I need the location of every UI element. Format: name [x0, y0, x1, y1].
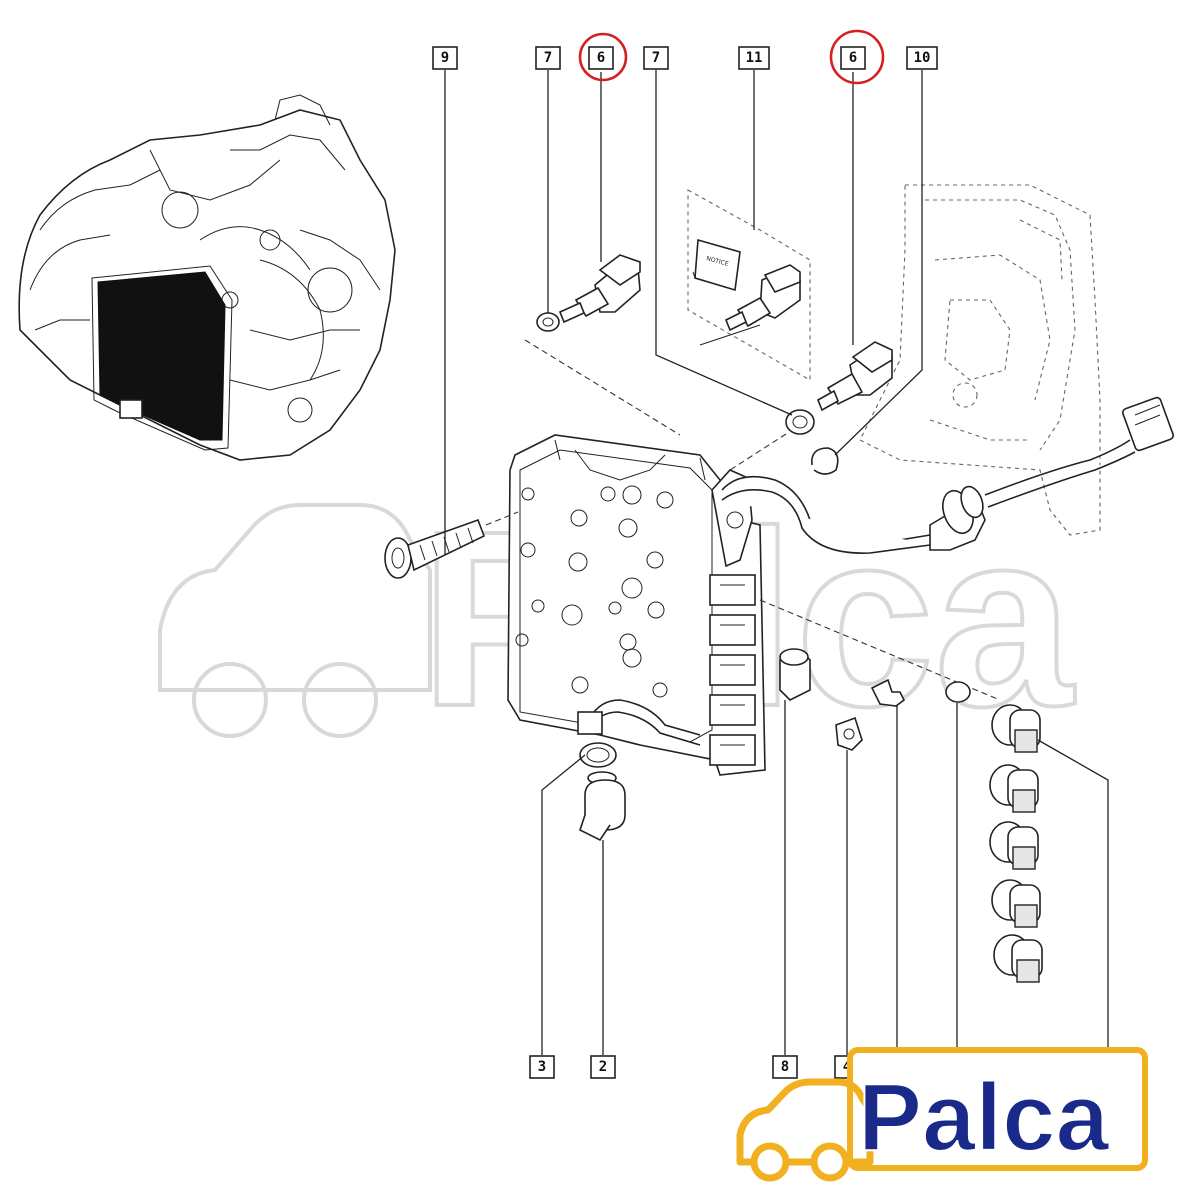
solenoid-1	[991, 704, 1041, 753]
solenoid-4	[991, 879, 1041, 928]
callout-10-label: 10	[914, 50, 931, 66]
callout-9-label: 9	[441, 50, 449, 66]
callout-6-top-left: 6	[578, 32, 628, 82]
harness-grommet	[929, 396, 1174, 551]
highlight-circle-right	[829, 29, 885, 85]
plate-holes	[515, 485, 674, 719]
car-outline-icon	[736, 1078, 874, 1182]
small-parts-bottom	[759, 599, 1001, 751]
logo-text: Palca	[858, 1064, 1109, 1171]
highlight-circle-left	[578, 32, 628, 82]
kit-box: NOTICE	[687, 189, 811, 381]
circlip	[811, 447, 839, 475]
small-bolt	[870, 678, 906, 707]
kit-booklet: NOTICE	[692, 238, 741, 292]
connector-rail	[709, 469, 756, 766]
harness-plug	[1122, 396, 1174, 452]
valve-body-plate	[507, 434, 931, 776]
callout-11-label: 11	[746, 50, 763, 66]
callout-11-top: 11	[738, 46, 770, 70]
solenoid-left	[579, 742, 626, 842]
callout-7-label-2: 7	[652, 50, 660, 66]
solenoid-stack	[989, 704, 1043, 983]
callout-7-top-right: 7	[643, 46, 669, 70]
callout-3-bottom-left: 3	[529, 1055, 555, 1079]
speed-sensor-right	[729, 341, 893, 475]
clip-nut	[835, 716, 863, 751]
solenoid-5	[993, 934, 1043, 983]
callout-8-bottom: 8	[772, 1055, 798, 1079]
palca-logo: Palca	[736, 1047, 1148, 1182]
callout-8-label: 8	[781, 1059, 789, 1075]
speed-sensor-left	[524, 254, 681, 436]
callout-6-top-right: 6	[829, 29, 885, 85]
callout-3-label: 3	[538, 1059, 546, 1075]
kit-sensor	[724, 264, 801, 332]
tcu-module-black	[97, 271, 226, 441]
callout-6-label: 6	[597, 50, 605, 66]
leader-lines	[444, 70, 1109, 1055]
o-ring	[945, 681, 971, 703]
callout-2-label: 2	[599, 1059, 607, 1075]
callout-2-bottom-left: 2	[590, 1055, 616, 1079]
callout-7-top-left: 7	[535, 46, 561, 70]
housing-outline	[859, 184, 1101, 536]
callout-10-top: 10	[906, 46, 938, 70]
bolt	[384, 511, 519, 579]
solenoid-2	[989, 764, 1039, 813]
callout-7-label: 7	[544, 50, 552, 66]
callout-6-label-2: 6	[849, 50, 857, 66]
gearbox-illustration	[18, 94, 396, 461]
callout-9-top: 9	[432, 46, 458, 70]
solenoid-3	[989, 821, 1039, 870]
